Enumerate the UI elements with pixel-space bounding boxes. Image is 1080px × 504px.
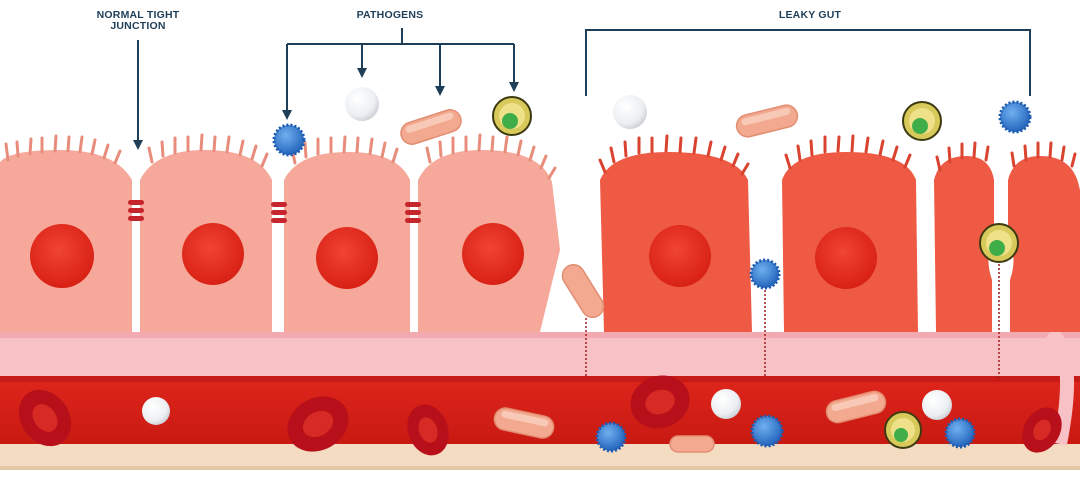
white-sphere-particle [142, 397, 170, 425]
leak-paths [585, 264, 1000, 378]
pill-particle [825, 390, 887, 424]
blue-spiky-pathogen [750, 414, 784, 448]
red-blood-cell [407, 404, 449, 456]
white-sphere-particle [345, 87, 379, 121]
normal-tight-junction-label-line1: NORMAL TIGHT [96, 9, 180, 21]
nucleus [815, 227, 877, 289]
white-sphere-particle [711, 389, 741, 419]
healthy-cell [284, 135, 410, 332]
leaky-cell [1008, 141, 1080, 332]
nucleus [316, 227, 378, 289]
healthy-cell [418, 133, 560, 332]
yellow-ringed-pathogen [979, 223, 1019, 263]
leaky-epithelium [598, 134, 1080, 332]
blue-spiky-pathogen [998, 100, 1032, 134]
red-blood-cell [18, 389, 72, 447]
blue-spiky-pathogen [272, 123, 306, 157]
yellow-ringed-pathogen [902, 101, 942, 141]
nucleus [30, 224, 94, 288]
tight-junction [405, 202, 421, 223]
nucleus [182, 223, 244, 285]
leaky-gut-label: LEAKY GUT [778, 9, 842, 21]
yellow-ringed-pathogen [492, 96, 532, 136]
blue-spiky-pathogen [595, 421, 627, 453]
white-sphere-particle [922, 390, 952, 420]
normal-tight-junction-label-line2: JUNCTION [110, 20, 166, 32]
healthy-cell [0, 134, 132, 332]
blue-spiky-pathogen [944, 417, 976, 449]
tight-junction [271, 202, 287, 223]
pathogens-label: PATHOGENS [356, 9, 424, 21]
leaky-cell [598, 134, 752, 332]
healthy-epithelium [0, 133, 560, 332]
white-sphere-particle [613, 95, 647, 129]
pill-particle [493, 407, 555, 439]
base-tissue [0, 440, 1080, 470]
yellow-ringed-pathogen [884, 411, 922, 449]
blood-vessel-wall [0, 332, 1080, 376]
red-blood-cell [630, 375, 690, 429]
nucleus [462, 223, 524, 285]
blue-spiky-pathogen [749, 258, 781, 290]
red-blood-cell [287, 396, 349, 452]
leaky-cell [934, 141, 994, 332]
leaky-cell [782, 134, 918, 332]
healthy-cell [140, 133, 272, 332]
tight-junction [128, 200, 144, 221]
red-blood-cell [1022, 407, 1062, 453]
label-connectors [133, 28, 1031, 150]
pill-particle [561, 263, 605, 319]
pill-particle [735, 104, 799, 138]
pill-particle [669, 435, 715, 453]
normal-tight-junction-label: NORMAL TIGHT JUNCTION [78, 10, 198, 32]
nucleus [649, 225, 711, 287]
pill-particle [400, 109, 462, 145]
